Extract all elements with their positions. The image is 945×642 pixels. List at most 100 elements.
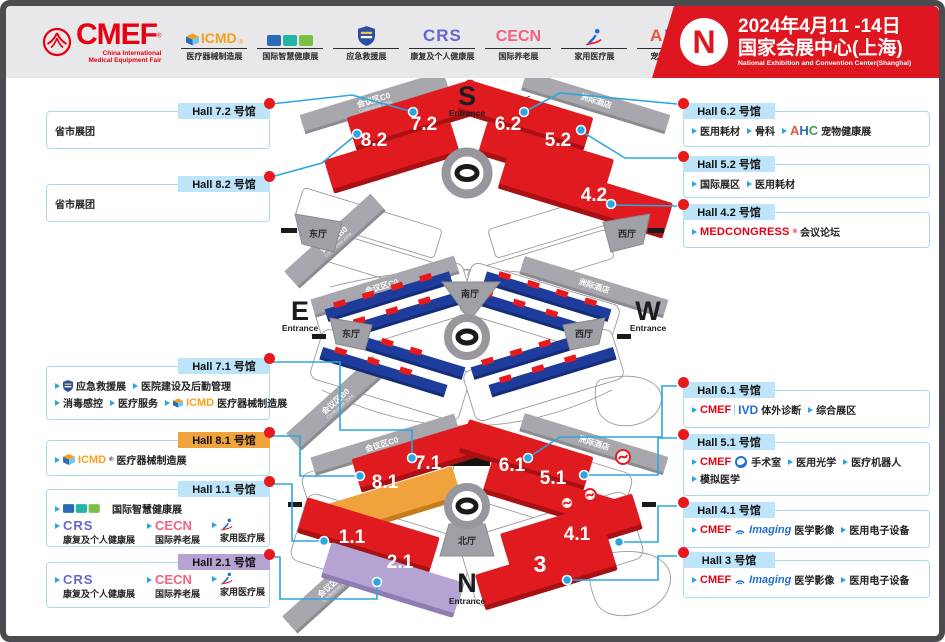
callout-title: Hall 2.1 号馆 bbox=[192, 557, 256, 569]
callout-title: Hall 5.1 号馆 bbox=[697, 437, 761, 449]
callout-title: Hall 7.1 号馆 bbox=[192, 361, 256, 373]
callout-item: 医疗器械制造展 bbox=[116, 456, 187, 467]
compass-n: N bbox=[457, 568, 477, 598]
cmef-wordmark: CMEF bbox=[76, 17, 158, 51]
rail-mark bbox=[642, 502, 656, 507]
icmd-wordmark: ICMD bbox=[186, 396, 215, 409]
bullet-icon bbox=[808, 406, 814, 413]
expo-caption: 国际养老展 bbox=[498, 52, 539, 61]
callout-title: Hall 6.1 号馆 bbox=[697, 385, 761, 397]
callout-tab: Hall 6.2 号馆 bbox=[678, 98, 775, 119]
map-south-view: 会议区C0 Conference Zone 洲际酒店 会议区B0 Confere… bbox=[281, 71, 673, 300]
hall-3-shape bbox=[475, 535, 616, 606]
cecn-wordmark: CECN bbox=[155, 572, 192, 587]
callout-title: Hall 6.2 号馆 bbox=[697, 106, 761, 118]
callout-tab: Hall 8.1 号馆 bbox=[178, 427, 275, 448]
callout-tab: Hall 7.2 号馆 bbox=[178, 98, 275, 119]
expo-logo-smart-health: 国际智慧健康展 bbox=[257, 22, 324, 62]
compass-w: W bbox=[635, 296, 661, 326]
callout-col-cecn: CECN 国际养老展 bbox=[147, 518, 200, 546]
callout-tab: Hall 6.1 号馆 bbox=[678, 377, 775, 398]
intercontinental-hotel: 洲际酒店 bbox=[519, 256, 669, 319]
north-wing-bottom-left bbox=[297, 497, 464, 618]
bullet-icon bbox=[55, 399, 60, 406]
entrance-n-label: Entrance bbox=[449, 596, 486, 606]
callout-item: 医学影像 bbox=[794, 576, 835, 587]
bullet-icon bbox=[841, 576, 847, 583]
bullet-icon bbox=[133, 382, 138, 389]
hall-4-1-shape bbox=[500, 493, 641, 564]
rail-mark bbox=[281, 228, 297, 233]
smart-health-logo bbox=[63, 504, 100, 513]
callout-item: 国际展区 bbox=[700, 180, 740, 191]
hall-7-1-connector-dot bbox=[406, 452, 418, 464]
bullet-icon bbox=[692, 127, 697, 134]
ivd-wordmark: IVD bbox=[738, 402, 759, 417]
cecn-wordmark: CECN bbox=[495, 28, 542, 45]
south-hall-label: 南厅 bbox=[461, 288, 479, 299]
hall-4-2-shape bbox=[499, 153, 673, 234]
callout-caption: 康复及个人健康展 bbox=[63, 535, 136, 545]
conference-zone-c0: 会议区C0 bbox=[310, 413, 460, 476]
emergency-shield-icon bbox=[357, 26, 375, 46]
hall-6-1-number: 6.1 bbox=[499, 455, 526, 476]
smart-health-logo bbox=[267, 22, 314, 46]
imaging-arc-icon bbox=[735, 579, 745, 585]
hall-1-1-shape bbox=[298, 497, 440, 568]
callout-col-home-medical: 家用医疗展 bbox=[212, 572, 265, 598]
bullet-icon bbox=[692, 228, 697, 235]
callout-tab: Hall 2.1 号馆 bbox=[178, 549, 275, 570]
compass-e: E bbox=[291, 296, 309, 326]
callout-hall-6-2: Hall 6.2 号馆 医用耗材 骨科 AHC 宠物健康展 bbox=[678, 98, 930, 147]
callout-item: 手术室 bbox=[751, 458, 782, 469]
callout-item: 医用光学 bbox=[796, 458, 837, 469]
callout-hall-4-1: Hall 4.1 号馆 CMEF Imaging 医学影像 医用电子设备 bbox=[678, 497, 930, 548]
cmef-wordmark: CMEF bbox=[700, 523, 732, 536]
callout-connectors bbox=[268, 92, 678, 600]
callout-title: Hall 1.1 号馆 bbox=[192, 484, 256, 496]
bullet-icon bbox=[692, 180, 697, 187]
bullet-icon bbox=[212, 521, 218, 528]
hall-5-1-connector-dot bbox=[578, 469, 590, 481]
cmef-wordmark: CMEF bbox=[700, 403, 732, 416]
entrance-w-label: Entrance bbox=[630, 323, 667, 333]
callout-hall-4-2: Hall 4.2 号馆 MEDCONGRESS® 会议论坛 bbox=[678, 199, 930, 248]
callout-tab: Hall 4.1 号馆 bbox=[678, 497, 775, 518]
bullet-icon bbox=[788, 458, 794, 465]
ahc-letter-a: A bbox=[650, 26, 663, 45]
icmd-cube-icon bbox=[185, 33, 199, 46]
expo-logo-home-medical: 家用医疗展 bbox=[561, 22, 628, 62]
bullet-icon bbox=[692, 526, 697, 533]
meeting-bars-nw bbox=[324, 271, 471, 340]
expo-logo-cecn: CECN 国际养老展 bbox=[485, 22, 552, 62]
hall-7-2-number: 7.2 bbox=[411, 114, 437, 135]
expo-caption: 国际智慧健康展 bbox=[262, 52, 319, 61]
running-person-icon bbox=[221, 572, 233, 585]
compass-s: S bbox=[458, 81, 476, 111]
cmef-wordmark: CMEF bbox=[700, 573, 732, 586]
expo-logo-emergency-rescue: 应急救援展 bbox=[333, 22, 400, 62]
callout-hall-5-2: Hall 5.2 号馆 国际展区 医用耗材 bbox=[678, 151, 930, 198]
rail-mark bbox=[617, 334, 631, 339]
bullet-icon bbox=[782, 127, 787, 134]
hall-4-1-number: 4.1 bbox=[564, 524, 591, 545]
icmd-wordmark: ICMD bbox=[200, 30, 237, 46]
icmd-cube-icon bbox=[173, 397, 183, 408]
hall-1-1-connector-dot bbox=[318, 535, 330, 547]
callout-item: 宠物健康展 bbox=[821, 127, 872, 138]
bullet-icon bbox=[55, 382, 60, 389]
hall-2-1-number: 2.1 bbox=[387, 552, 414, 573]
callout-title: Hall 8.2 号馆 bbox=[192, 179, 256, 191]
east-hall-arrow bbox=[329, 317, 373, 351]
crs-wordmark: CRS bbox=[63, 518, 94, 533]
bullet-icon bbox=[55, 505, 60, 512]
meeting-bars-se bbox=[470, 329, 617, 398]
hub-ring bbox=[455, 497, 479, 515]
callout-tab: Hall 8.2 号馆 bbox=[178, 171, 275, 192]
registered-mark: ® bbox=[792, 228, 798, 235]
hall-3-connector-dot bbox=[561, 574, 573, 586]
expo-logo-crs: CRS 康复及个人健康展 bbox=[409, 22, 476, 62]
south-hall-roof bbox=[446, 455, 490, 466]
north-hall-label: 北厅 bbox=[458, 535, 476, 546]
callout-caption: 国际养老展 bbox=[155, 589, 201, 599]
